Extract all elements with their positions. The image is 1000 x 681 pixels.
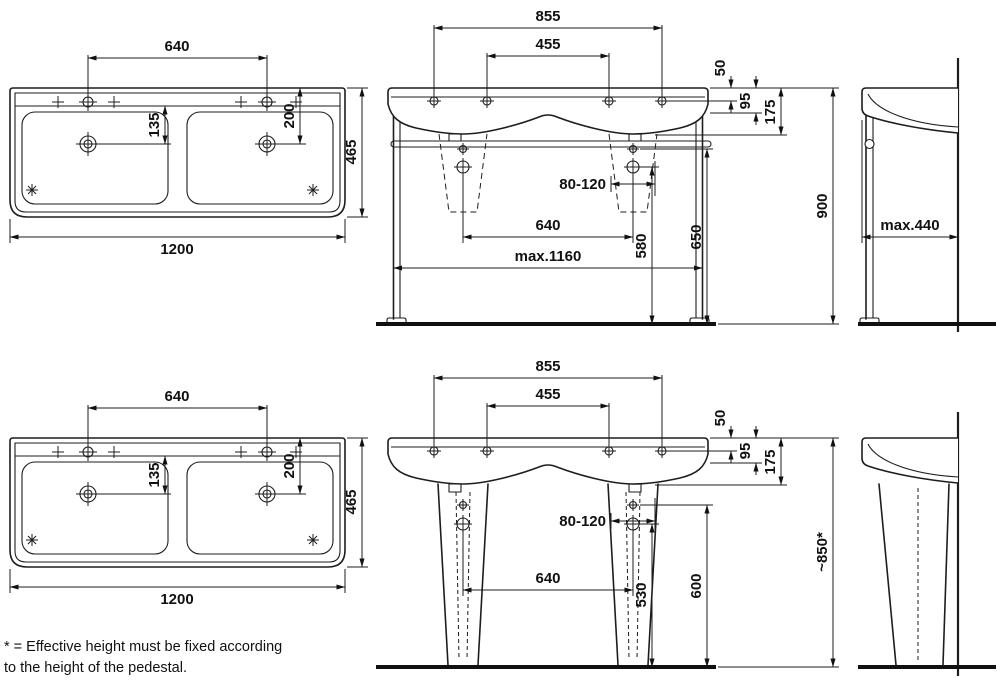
- dim-tap-height: 50: [668, 60, 737, 113]
- dim-label: 1200: [160, 241, 193, 258]
- dim-drain-spacing: 640: [462, 530, 634, 596]
- basin-side: [861, 437, 959, 484]
- footnote-line-1: * = Effective height must be fixed accor…: [4, 639, 282, 655]
- dim-label: 530: [633, 582, 650, 607]
- dim-outer-holes: 855: [433, 8, 663, 96]
- drain-symbols-front: [454, 143, 642, 176]
- dim-label: 855: [535, 358, 560, 375]
- dim-label: 465: [343, 489, 360, 514]
- dim-label: 175: [762, 449, 779, 474]
- dim-label: 640: [535, 570, 560, 587]
- dim-label: 600: [688, 573, 705, 598]
- dim-label: 135: [146, 462, 163, 487]
- pedestal-side: [878, 483, 950, 666]
- dim-label: 50: [712, 410, 729, 427]
- dim-label: 650: [688, 224, 705, 249]
- dim-drain-depth: 200: [277, 87, 306, 145]
- fixing-screws: [26, 534, 319, 546]
- dim-label: 640: [164, 388, 189, 405]
- rail-end: [864, 138, 875, 150]
- dim-drain-height-lower: 580: [633, 166, 659, 325]
- dim-rim-thickness: 95: [710, 76, 762, 125]
- dim-outer-holes: 855: [433, 358, 663, 446]
- dim-drain-offset: 135: [98, 455, 171, 495]
- dim-overall-width: 1200: [9, 569, 346, 608]
- drain-holes: [76, 132, 279, 156]
- fixing-screws: [26, 184, 319, 196]
- dim-drain-height-lower: 530: [633, 523, 659, 668]
- tap-holes: [52, 93, 302, 111]
- side-view-console: max.440: [858, 58, 996, 332]
- dim-rim-height: 900: [710, 87, 839, 325]
- dim-rim-thickness: 95: [710, 426, 762, 475]
- footnote-line-2: to the height of the pedestal.: [4, 660, 187, 676]
- front-view-pedestal: 855 455 80-120 640 530 6: [376, 358, 839, 669]
- dim-label: 80-120: [559, 513, 606, 530]
- dim-label: 175: [762, 99, 779, 124]
- dim-label: 200: [281, 453, 298, 478]
- dim-tap-height: 50: [668, 410, 737, 463]
- dim-label: 855: [535, 8, 560, 25]
- dim-waste-range: 80-120: [559, 161, 656, 196]
- dim-label: ~850*: [814, 532, 831, 572]
- drain-symbols-front: [454, 499, 642, 533]
- plan-view-pedestal: 640 135 200 465 1200: [9, 388, 368, 608]
- dim-label: 80-120: [559, 176, 606, 193]
- dim-label: 50: [712, 60, 729, 77]
- plan-view-console: 640 135 200 465 1200: [9, 38, 368, 258]
- drain-holes: [76, 482, 279, 506]
- dim-label: max.440: [880, 217, 939, 234]
- basin-side: [861, 87, 959, 134]
- dim-bowl-depth: 175: [655, 87, 787, 136]
- dim-bowl-depth: 175: [655, 437, 787, 486]
- mounting-brackets: [448, 483, 642, 493]
- dim-inner-holes: 455: [486, 36, 610, 96]
- console-legs: [386, 107, 710, 324]
- hidden-traps: [438, 133, 658, 213]
- dim-label: 200: [281, 103, 298, 128]
- dim-tap-spacing: 640: [87, 388, 268, 444]
- dim-label: 455: [535, 36, 560, 53]
- dim-overall-width: 1200: [9, 219, 346, 258]
- dim-label: 640: [164, 38, 189, 55]
- towel-rail: [390, 140, 712, 148]
- dim-label: 95: [737, 443, 754, 460]
- basin-front: [387, 437, 709, 485]
- dim-drain-height-upper: 600: [640, 504, 713, 668]
- dim-label: 1200: [160, 591, 193, 608]
- tap-holes: [52, 443, 302, 461]
- dim-drain-depth: 200: [277, 437, 306, 495]
- dim-max-width: max.1160: [393, 248, 703, 271]
- dim-label: 640: [535, 217, 560, 234]
- front-view-console: 855 455 80-120 640 max.1160 580: [376, 8, 839, 326]
- dim-label: 900: [814, 193, 831, 218]
- dim-label: 580: [633, 233, 650, 258]
- tap-holes-front: [427, 94, 669, 108]
- footnote: * = Effective height must be fixed accor…: [4, 639, 282, 676]
- dim-tap-spacing: 640: [87, 38, 268, 94]
- basin-outline: [9, 87, 346, 218]
- dim-max-depth: max.440: [861, 120, 959, 243]
- dim-label: max.1160: [515, 248, 582, 265]
- dim-overall-depth: 465: [343, 87, 368, 218]
- side-view-pedestal: [858, 412, 996, 676]
- dim-label: 455: [535, 386, 560, 403]
- dim-inner-holes: 455: [486, 386, 610, 446]
- dim-drain-height-upper: 650: [640, 148, 713, 325]
- dim-label: 135: [146, 112, 163, 137]
- tap-holes-front: [427, 444, 669, 458]
- dim-drain-spacing: 640: [462, 172, 634, 243]
- basin-outline: [9, 437, 346, 568]
- dim-label: 465: [343, 139, 360, 164]
- dim-overall-depth: 465: [343, 437, 368, 568]
- dim-label: 95: [737, 93, 754, 110]
- dim-drain-offset: 135: [98, 105, 171, 145]
- dim-waste-range: 80-120: [559, 498, 656, 538]
- basin-front: [387, 87, 709, 135]
